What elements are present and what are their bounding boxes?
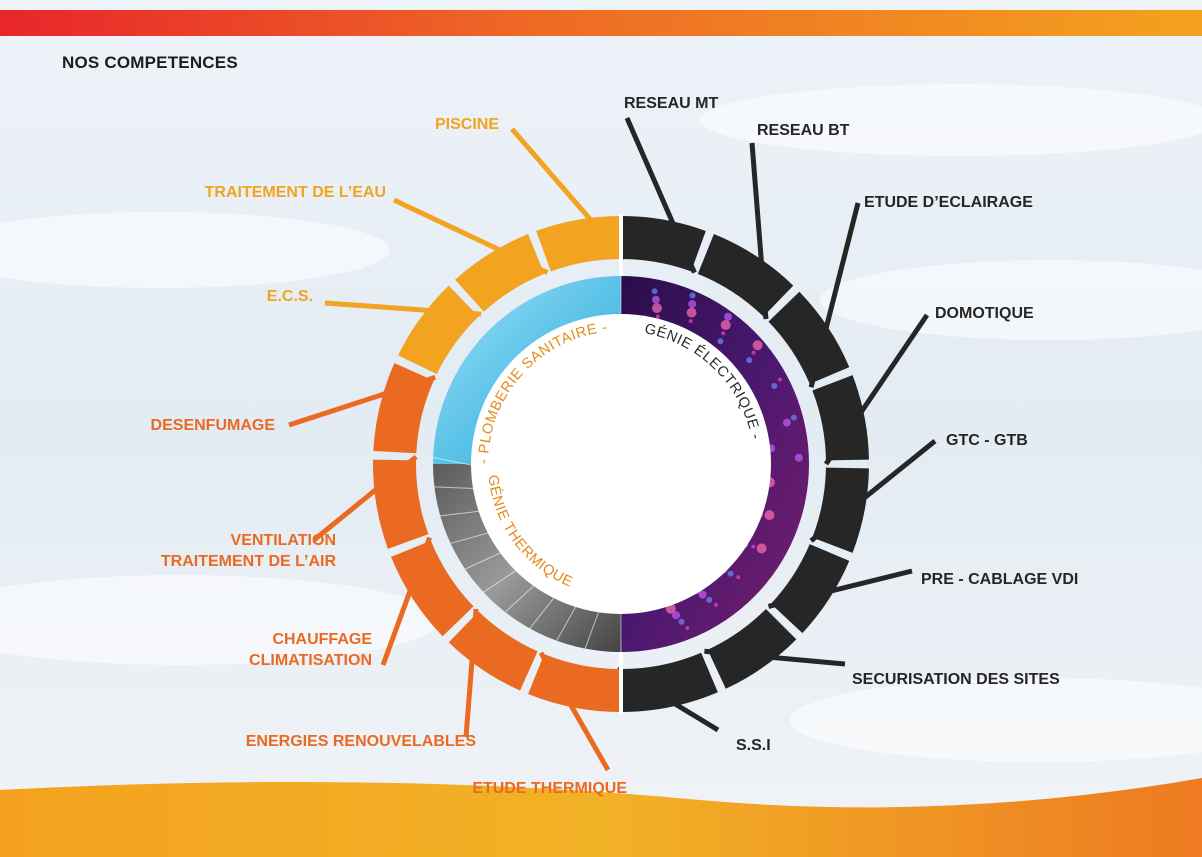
- fiber-glow: [752, 340, 763, 351]
- ring-segment: [812, 375, 869, 461]
- fiber-glow: [764, 510, 775, 521]
- ring-segment: [812, 467, 869, 553]
- fiber-glow: [794, 453, 803, 462]
- fiber-glow: [723, 312, 732, 321]
- fiber-glow: [686, 307, 697, 318]
- ring-segment: [697, 234, 794, 317]
- competence-label: RESEAU MT: [624, 95, 718, 112]
- ring-segment: [373, 363, 434, 454]
- fiber-glow: [720, 320, 731, 331]
- fiber-glow: [751, 350, 756, 355]
- fiber-glow: [727, 570, 734, 577]
- fiber-glow: [721, 331, 726, 336]
- competence-label: DESENFUMAGE: [151, 417, 276, 434]
- fiber-glow: [651, 288, 658, 295]
- fiber-glow: [688, 319, 693, 324]
- fiber-glow: [651, 295, 660, 304]
- ring-segment: [621, 652, 718, 712]
- electrique-photo: [621, 276, 809, 652]
- fiber-glow: [746, 357, 753, 364]
- competence-label: PRE - CABLAGE VDI: [921, 571, 1078, 588]
- fiber-glow: [751, 544, 756, 549]
- fiber-glow: [782, 418, 791, 427]
- fiber-glow: [771, 382, 778, 389]
- fiber-glow: [672, 611, 681, 620]
- fiber-glow: [698, 590, 707, 599]
- ring-segment: [770, 544, 850, 634]
- fiber-glow: [790, 414, 797, 421]
- competence-label: TRAITEMENT DE L’EAU: [205, 184, 386, 201]
- competence-label: ETUDE THERMIQUE: [472, 780, 627, 797]
- ring-segment: [398, 285, 479, 375]
- fiber-glow: [685, 626, 690, 631]
- competence-label: S.S.I: [736, 737, 771, 754]
- competence-label: GTC - GTB: [946, 432, 1028, 449]
- competence-label: SECURISATION DES SITES: [852, 671, 1060, 688]
- ring-segment: [391, 540, 474, 637]
- ring-segment: [768, 291, 850, 384]
- competence-label: ETUDE D’ECLAIRAGE: [864, 194, 1033, 211]
- fiber-glow: [651, 303, 662, 314]
- ring-segment: [707, 608, 797, 689]
- fiber-glow: [678, 618, 685, 625]
- fiber-glow: [777, 377, 782, 382]
- competence-label: ENERGIES RENOUVELABLES: [246, 733, 477, 750]
- page-heading: NOS COMPETENCES: [62, 53, 238, 72]
- competence-label: RESEAU BT: [757, 122, 850, 139]
- ring-segment: [455, 234, 545, 312]
- fiber-glow: [714, 602, 719, 607]
- competence-label: E.C.S.: [267, 288, 313, 305]
- ring-segment: [621, 216, 706, 272]
- fiber-glow: [756, 543, 767, 554]
- top-band: [0, 10, 1202, 36]
- ring-segment: [528, 654, 621, 712]
- fiber-glow: [706, 596, 713, 603]
- competence-label: PISCINE: [435, 116, 499, 133]
- fiber-glow: [736, 575, 741, 580]
- ring-segment: [373, 459, 429, 549]
- bottom-band: [0, 778, 1202, 857]
- competence-label: DOMOTIQUE: [935, 305, 1034, 322]
- fiber-glow: [717, 338, 724, 345]
- cloud-wisps: [0, 84, 1202, 762]
- ring-segment: [536, 216, 621, 272]
- fiber-glow: [688, 300, 697, 309]
- center-circle: [471, 314, 771, 614]
- fiber-glow: [655, 314, 660, 319]
- fiber-glow: [689, 292, 696, 299]
- ring-segment: [448, 611, 538, 691]
